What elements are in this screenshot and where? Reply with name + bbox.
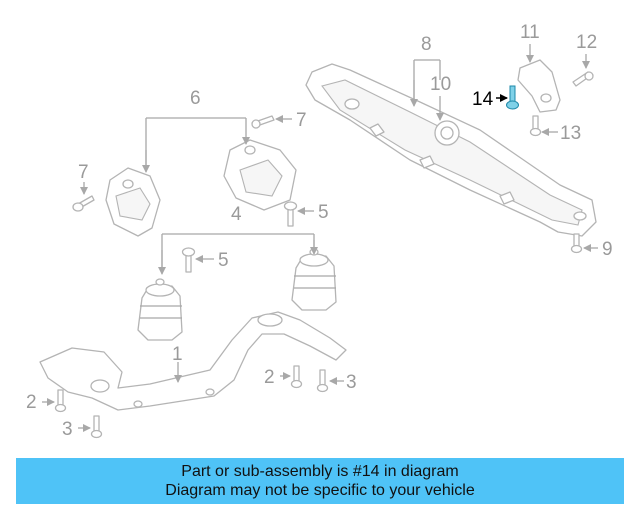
bolt-7-upper	[251, 115, 275, 129]
transmission-crossmember[interactable]	[305, 63, 597, 237]
bolt-14[interactable]	[506, 85, 519, 110]
callout-13[interactable]: 13	[560, 123, 581, 144]
part-info-banner: Part or sub-assembly is #14 in diagram D…	[16, 458, 624, 504]
callout-12[interactable]: 12	[576, 32, 597, 53]
callout-1[interactable]: 1	[172, 344, 183, 365]
bolt-3-left	[90, 415, 103, 439]
bolt-13	[529, 115, 542, 137]
bolt-12	[572, 71, 594, 87]
callout-6[interactable]: 6	[190, 88, 201, 109]
leader-lines	[42, 44, 598, 432]
bolt-3-right	[316, 369, 329, 393]
engine-mount-right[interactable]	[291, 248, 337, 311]
callout-3-right[interactable]: 3	[346, 372, 357, 393]
callout-2-left[interactable]: 2	[26, 392, 37, 413]
parts-diagram: 1 2 2 3 3 4 5 5 6 7 7 8 9 10 11 12 13 14	[26, 22, 613, 440]
banner-line-disclaimer: Diagram may not be specific to your vehi…	[165, 482, 475, 499]
callout-4[interactable]: 4	[231, 204, 242, 225]
callout-8[interactable]: 8	[421, 34, 432, 55]
callout-2-right[interactable]: 2	[264, 367, 275, 388]
front-subframe[interactable]	[39, 311, 347, 411]
engine-mount-bracket-left[interactable]	[105, 167, 161, 237]
engine-mount-bracket-right[interactable]	[223, 139, 297, 211]
transmission-mount-bracket[interactable]	[517, 59, 561, 113]
callout-14[interactable]: 14	[472, 89, 494, 110]
callout-5-upper[interactable]: 5	[318, 202, 329, 223]
callout-7-upper[interactable]: 7	[296, 110, 307, 131]
bolt-2-left	[54, 389, 67, 413]
banner-line-part: Part or sub-assembly is #14 in diagram	[181, 463, 459, 480]
engine-mount-left[interactable]	[137, 278, 183, 341]
bolt-9	[570, 233, 583, 254]
callout-labels: 1 2 2 3 3 4 5 5 6 7 7 8 9 10 11 12 13 14	[26, 22, 613, 440]
callout-7-lower[interactable]: 7	[78, 162, 89, 183]
callout-10[interactable]: 10	[430, 74, 451, 95]
callout-11[interactable]: 11	[520, 22, 540, 43]
bolt-5-upper	[283, 201, 298, 227]
callout-5-lower[interactable]: 5	[218, 250, 229, 271]
bolt-2-right	[290, 365, 303, 389]
callout-9[interactable]: 9	[602, 239, 613, 260]
bolt-5-lower	[181, 247, 196, 273]
bolt-7-lower	[72, 195, 95, 212]
callout-3-left[interactable]: 3	[62, 419, 73, 440]
